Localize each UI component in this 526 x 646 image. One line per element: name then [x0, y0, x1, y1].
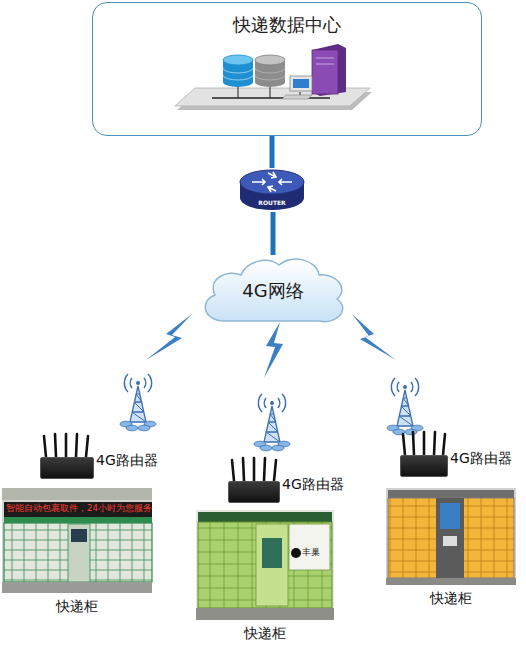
locker-screen	[440, 503, 460, 529]
router-antennas	[44, 432, 445, 481]
ceiling	[2, 488, 152, 500]
server-illustration	[175, 44, 372, 110]
node-label: 4G网络	[195, 255, 351, 327]
db-rings	[223, 68, 253, 80]
locker-panel	[436, 498, 464, 578]
monitor-screen	[293, 79, 309, 88]
locker-illustration	[2, 488, 152, 593]
brand-panel	[289, 524, 330, 570]
router-arrow	[252, 179, 265, 185]
server-slot	[316, 58, 334, 59]
locker-doors	[4, 523, 152, 582]
core-router: ROUTER	[238, 168, 306, 212]
brand-name: 丰巢	[302, 546, 320, 559]
locker-illustration	[196, 510, 334, 620]
locker-header	[388, 490, 514, 498]
parcel-locker: 快递柜	[386, 488, 516, 585]
network-link	[271, 212, 276, 255]
node-label: ROUTER	[238, 199, 306, 206]
bus-line	[212, 97, 330, 98]
locker-screen	[71, 529, 87, 542]
locker-illustration	[386, 488, 516, 585]
photo-background	[386, 488, 516, 585]
box-title: 快递数据中心	[93, 13, 481, 37]
node-label: 4G路由器	[282, 476, 344, 494]
locker-panel	[68, 524, 90, 582]
cell-tower	[120, 374, 156, 431]
node-label: 4G路由器	[96, 452, 158, 470]
locker-keypad	[443, 536, 457, 546]
floor	[196, 608, 334, 620]
server-slot	[316, 64, 334, 65]
data-center-box: 快递数据中心	[92, 2, 482, 136]
node-label: 快递柜	[196, 625, 334, 643]
photo-background	[2, 488, 152, 593]
node-label: 4G路由器	[450, 450, 512, 468]
led-banner	[4, 502, 152, 517]
server-tower-side	[312, 44, 346, 96]
db-rings	[255, 68, 285, 80]
router-top	[240, 170, 304, 194]
locker-header	[4, 517, 152, 523]
monitor	[290, 76, 312, 91]
router-device: 4G路由器	[228, 481, 280, 503]
router-device: 4G路由器	[40, 457, 94, 479]
db-top	[223, 55, 253, 65]
parcel-locker: 快递柜	[196, 510, 334, 620]
photo-background	[196, 510, 334, 620]
led-banner-text: 智能自动包裹取件，24小时为您服务	[6, 503, 152, 515]
locker-screen	[262, 538, 282, 568]
node-label: 快递柜	[386, 590, 516, 608]
brand-logo	[291, 548, 301, 558]
floor	[386, 578, 516, 585]
network-link	[270, 136, 275, 168]
router-arrow	[279, 179, 292, 185]
floor	[2, 582, 152, 593]
locker-doors	[388, 498, 514, 578]
wireless-bolt	[264, 322, 283, 378]
router-arrow	[268, 186, 276, 192]
locker-doors	[198, 522, 332, 608]
locker-header	[198, 512, 332, 522]
wireless-bolt	[352, 314, 396, 360]
node-label: 快递柜	[2, 598, 152, 616]
wireless-bolt	[146, 314, 192, 360]
locker-panel	[256, 524, 288, 606]
db-top	[255, 55, 285, 65]
router-device: 4G路由器	[400, 455, 448, 477]
cell-tower	[254, 394, 290, 451]
keyboard	[282, 95, 312, 99]
server-tower	[312, 50, 338, 94]
cell-tower	[387, 378, 423, 435]
network-cloud: 4G网络	[195, 255, 351, 327]
router-arrow	[268, 172, 276, 178]
